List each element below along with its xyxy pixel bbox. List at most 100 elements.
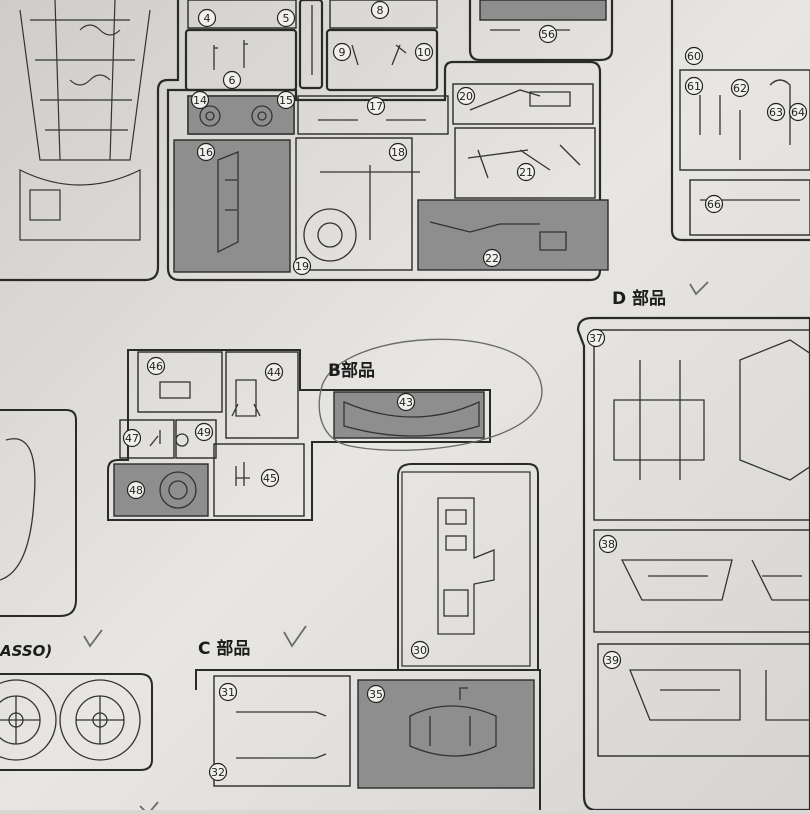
check-mark-asso bbox=[83, 629, 103, 648]
part-number-circle bbox=[602, 650, 622, 670]
part-number-9: 9 bbox=[332, 42, 352, 62]
part-number-39: 39 bbox=[602, 650, 622, 670]
section-b-label: B部品 bbox=[328, 360, 375, 381]
chassis-frame bbox=[0, 0, 180, 282]
part-number-17: 17 bbox=[366, 96, 386, 116]
section-asso-label: ASSO) bbox=[0, 642, 52, 660]
top-frames bbox=[0, 0, 810, 282]
part-number-text: 16 bbox=[199, 146, 213, 159]
part-number-circle bbox=[788, 102, 808, 122]
part-number-66: 66 bbox=[704, 194, 724, 214]
part-number-text: 61 bbox=[687, 80, 701, 93]
part-number-text: 44 bbox=[267, 366, 281, 379]
part-number-63: 63 bbox=[766, 102, 786, 122]
part-number-circle bbox=[586, 328, 606, 348]
part-number-circle bbox=[538, 24, 558, 44]
part-number-circle bbox=[292, 256, 312, 276]
part-number-text: 32 bbox=[211, 766, 225, 779]
part-number-circle bbox=[276, 8, 296, 28]
d-part-sketches bbox=[613, 339, 810, 721]
part-number-circle bbox=[730, 78, 750, 98]
part-number-text: 49 bbox=[197, 426, 211, 439]
part-number-text: 17 bbox=[369, 100, 383, 113]
part-number-text: 63 bbox=[769, 106, 783, 119]
part-number-text: 64 bbox=[791, 106, 805, 119]
part-number-text: 19 bbox=[295, 260, 309, 273]
part-number-text: 43 bbox=[399, 396, 413, 409]
frame-60-66 bbox=[670, 0, 810, 242]
part-number-56: 56 bbox=[538, 24, 558, 44]
part-number-text: 20 bbox=[459, 90, 473, 103]
part-number-64: 64 bbox=[788, 102, 808, 122]
part-number-circle bbox=[684, 46, 704, 66]
part-number-text: 8 bbox=[377, 4, 384, 17]
part-number-circle bbox=[414, 42, 434, 62]
part-number-circle bbox=[190, 90, 210, 110]
check-mark-c bbox=[283, 625, 307, 648]
part-number-circle bbox=[122, 428, 142, 448]
part-number-text: 30 bbox=[413, 644, 427, 657]
part-number-20: 20 bbox=[456, 86, 476, 106]
part-number-circle bbox=[366, 96, 386, 116]
part-number-text: 35 bbox=[369, 688, 383, 701]
pencil-circle bbox=[318, 338, 543, 451]
part-number-5: 5 bbox=[276, 8, 296, 28]
part-number-44: 44 bbox=[264, 362, 284, 382]
frame-14-22 bbox=[166, 60, 602, 282]
part-number-text: 15 bbox=[279, 94, 293, 107]
part-number-37: 37 bbox=[586, 328, 606, 348]
part-number-text: 6 bbox=[229, 74, 236, 87]
b-frame bbox=[107, 349, 491, 521]
part-number-circle bbox=[370, 0, 390, 20]
part-number-4: 4 bbox=[197, 8, 217, 28]
part-number-47: 47 bbox=[122, 428, 142, 448]
part-number-circle bbox=[196, 142, 216, 162]
frame-56 bbox=[468, 0, 614, 62]
part-number-circle bbox=[222, 70, 242, 90]
part-number-6: 6 bbox=[222, 70, 242, 90]
part-number-circle bbox=[276, 90, 296, 110]
part-number-circle bbox=[388, 142, 408, 162]
part-number-circle bbox=[264, 362, 284, 382]
part-number-31: 31 bbox=[218, 682, 238, 702]
part-number-circle bbox=[197, 8, 217, 28]
part-number-8: 8 bbox=[370, 0, 390, 20]
part-number-text: 56 bbox=[541, 28, 555, 41]
part-number-circle bbox=[516, 162, 536, 182]
part-number-circle bbox=[126, 480, 146, 500]
wheel-sketches bbox=[0, 679, 141, 761]
part-number-61: 61 bbox=[684, 76, 704, 96]
part-number-circle bbox=[704, 194, 724, 214]
part-number-text: 31 bbox=[221, 686, 235, 699]
part-number-circle bbox=[366, 684, 386, 704]
part-number-10: 10 bbox=[414, 42, 434, 62]
part-number-text: 18 bbox=[391, 146, 405, 159]
part-number-text: 5 bbox=[283, 12, 290, 25]
part-number-text: 37 bbox=[589, 332, 603, 345]
part-number-circle bbox=[456, 86, 476, 106]
part-number-43: 43 bbox=[396, 392, 416, 412]
part-number-62: 62 bbox=[730, 78, 750, 98]
part-number-14: 14 bbox=[190, 90, 210, 110]
part-number-19: 19 bbox=[292, 256, 312, 276]
part-number-circle bbox=[684, 76, 704, 96]
check-mark-bottom bbox=[139, 801, 159, 814]
part-number-text: 47 bbox=[125, 432, 139, 445]
part-number-circle bbox=[218, 682, 238, 702]
part-number-circle bbox=[146, 356, 166, 376]
check-mark-d bbox=[689, 281, 709, 296]
part-number-text: 38 bbox=[601, 538, 615, 551]
part-number-text: 4 bbox=[204, 12, 211, 25]
part-number-16: 16 bbox=[196, 142, 216, 162]
part-number-15: 15 bbox=[276, 90, 296, 110]
part-number-text: 22 bbox=[485, 252, 499, 265]
part-number-circle bbox=[766, 102, 786, 122]
section-c-label: C 部品 bbox=[198, 638, 250, 659]
part-number-circle bbox=[396, 392, 416, 412]
pencil-checkmarks bbox=[83, 281, 709, 814]
part-number-circle bbox=[410, 640, 430, 660]
part-number-text: 66 bbox=[707, 198, 721, 211]
frame-30 bbox=[397, 463, 539, 671]
part-number-22: 22 bbox=[482, 248, 502, 268]
section-d-label: D 部品 bbox=[612, 288, 666, 309]
